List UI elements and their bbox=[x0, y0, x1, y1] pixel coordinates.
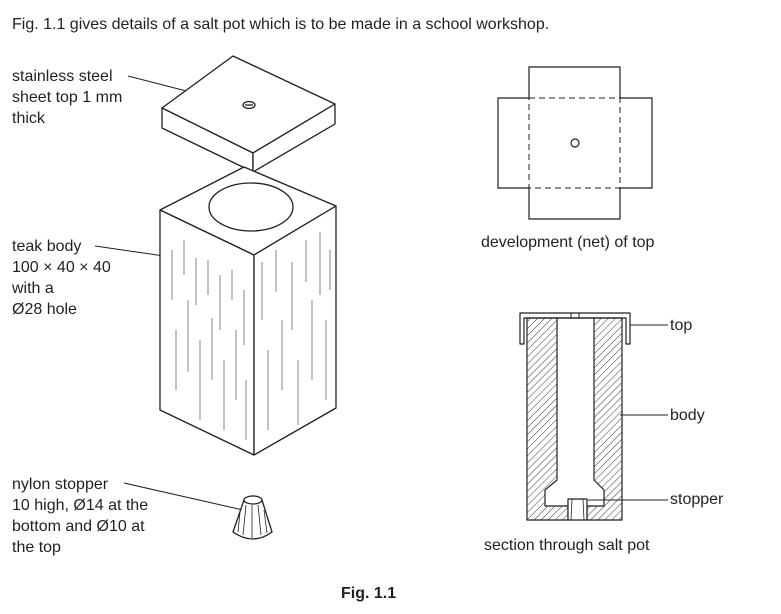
body-label-line-1: teak body bbox=[12, 238, 82, 255]
body-label-line-4: Ø28 hole bbox=[12, 301, 77, 318]
teak-body-drawing bbox=[159, 166, 337, 456]
section-body-label: body bbox=[670, 407, 705, 424]
section-top-label: top bbox=[670, 317, 693, 334]
steel-top-drawing bbox=[161, 55, 336, 173]
top-label-line-2: sheet top 1 mm bbox=[12, 89, 123, 106]
top-label: stainless steel sheet top 1 mm thick bbox=[12, 66, 122, 129]
section-drawing bbox=[519, 312, 631, 521]
stopper-label-line-2: 10 high, Ø14 at the bbox=[12, 497, 149, 514]
section-caption: section through salt pot bbox=[484, 537, 650, 554]
net-caption: development (net) of top bbox=[481, 234, 655, 251]
top-label-line-3: thick bbox=[12, 110, 45, 127]
body-label: teak body 100 × 40 × 40 with a Ø28 hole bbox=[12, 236, 111, 320]
section-stopper-label: stopper bbox=[670, 491, 724, 508]
stopper-label: nylon stopper 10 high, Ø14 at the bottom… bbox=[12, 474, 148, 558]
body-label-line-2: 100 × 40 × 40 bbox=[12, 259, 111, 276]
stopper-label-line-4: the top bbox=[12, 539, 61, 556]
figure-title: Fig. 1.1 bbox=[341, 585, 397, 602]
stopper-label-line-3: bottom and Ø10 at bbox=[12, 518, 145, 535]
intro-text: Fig. 1.1 gives details of a salt pot whi… bbox=[12, 16, 550, 33]
wood-grain bbox=[171, 232, 331, 440]
body-label-line-3: with a bbox=[12, 280, 54, 297]
net-drawing bbox=[497, 66, 653, 220]
stopper-drawing bbox=[232, 495, 273, 540]
stopper-label-line-1: nylon stopper bbox=[12, 476, 109, 493]
top-label-line-1: stainless steel bbox=[12, 68, 113, 85]
